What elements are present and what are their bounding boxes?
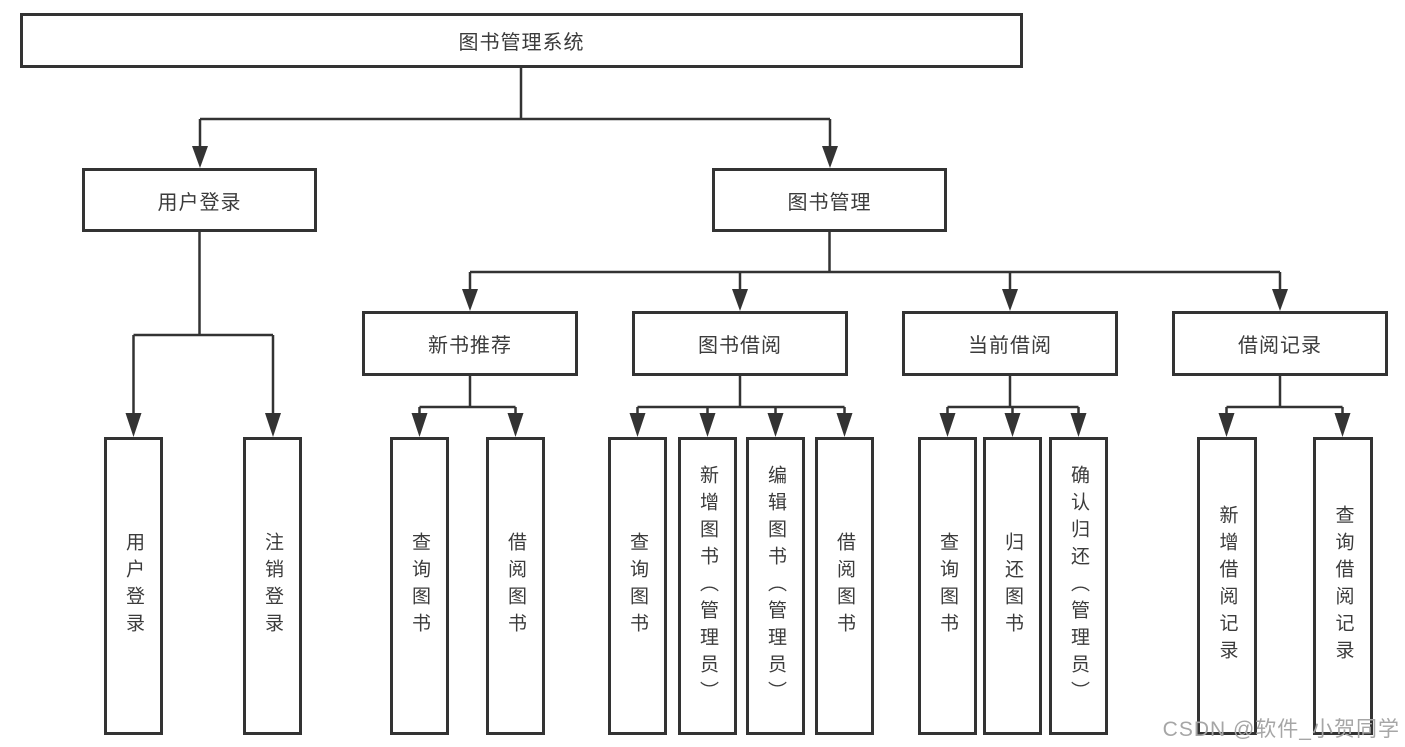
wire-current-to-leaves	[946, 376, 1080, 413]
node-leaf-query-borrow-record: 查询借阅记录	[1313, 437, 1373, 735]
node-leaf-borrow-books-2: 借阅图书	[815, 437, 874, 735]
node-label: 用户登录	[157, 191, 242, 214]
node-leaf-return-books: 归还图书	[983, 437, 1042, 735]
node-label: 查询图书	[409, 532, 430, 640]
wire-records-to-leaves	[1225, 376, 1344, 413]
wire-recommend-to-leaves	[418, 376, 517, 413]
node-label: 借阅图书	[834, 532, 855, 640]
node-leaf-add-books-admin: 新增图书（管理员）	[678, 437, 737, 735]
node-label: 新书推荐	[428, 335, 512, 357]
watermark-text: CSDN @软件_小贺同学	[1162, 718, 1400, 741]
node-current-borrow: 当前借阅	[902, 311, 1118, 376]
node-leaf-logout: 注销登录	[243, 437, 302, 735]
node-label: 注销登录	[262, 532, 283, 640]
node-label: 用户登录	[123, 532, 144, 640]
node-label: 查询借阅记录	[1332, 505, 1354, 667]
node-label: 查询图书	[937, 532, 958, 640]
arrowheads	[125, 146, 1351, 437]
node-leaf-confirm-return-admin: 确认归还（管理员）	[1049, 437, 1108, 735]
node-label: 图书借阅	[698, 335, 782, 357]
wire-root-to-branches	[198, 68, 832, 148]
node-label: 借阅记录	[1238, 335, 1322, 357]
node-label: 查询图书	[627, 532, 648, 640]
node-label: 编辑图书（管理员）	[765, 464, 786, 708]
node-label: 新增图书（管理员）	[697, 464, 718, 708]
node-label: 借阅图书	[505, 532, 526, 640]
node-label: 确认归还（管理员）	[1068, 464, 1089, 708]
node-borrow-records: 借阅记录	[1172, 311, 1388, 376]
node-user-login: 用户登录	[82, 168, 317, 232]
node-leaf-borrow-books-1: 借阅图书	[486, 437, 545, 735]
node-book-management: 图书管理	[712, 168, 947, 232]
wire-book-management-to-modules	[468, 232, 1282, 291]
node-leaf-user-login: 用户登录	[104, 437, 163, 735]
node-leaf-query-books-3: 查询图书	[918, 437, 977, 735]
node-new-book-recommend: 新书推荐	[362, 311, 578, 376]
node-leaf-edit-books-admin: 编辑图书（管理员）	[746, 437, 805, 735]
node-leaf-query-books-1: 查询图书	[390, 437, 449, 735]
node-label: 图书管理系统	[458, 32, 585, 54]
node-root: 图书管理系统	[20, 13, 1023, 68]
wire-user-login-to-leaves	[132, 232, 275, 414]
node-leaf-query-books-2: 查询图书	[608, 437, 667, 735]
node-label: 当前借阅	[968, 335, 1052, 357]
node-label: 归还图书	[1002, 532, 1023, 640]
node-label: 新增借阅记录	[1216, 505, 1238, 667]
node-label: 图书管理	[787, 191, 872, 214]
node-leaf-add-borrow-record: 新增借阅记录	[1197, 437, 1257, 735]
wire-borrow-to-leaves	[636, 376, 846, 413]
node-book-borrow: 图书借阅	[632, 311, 848, 376]
